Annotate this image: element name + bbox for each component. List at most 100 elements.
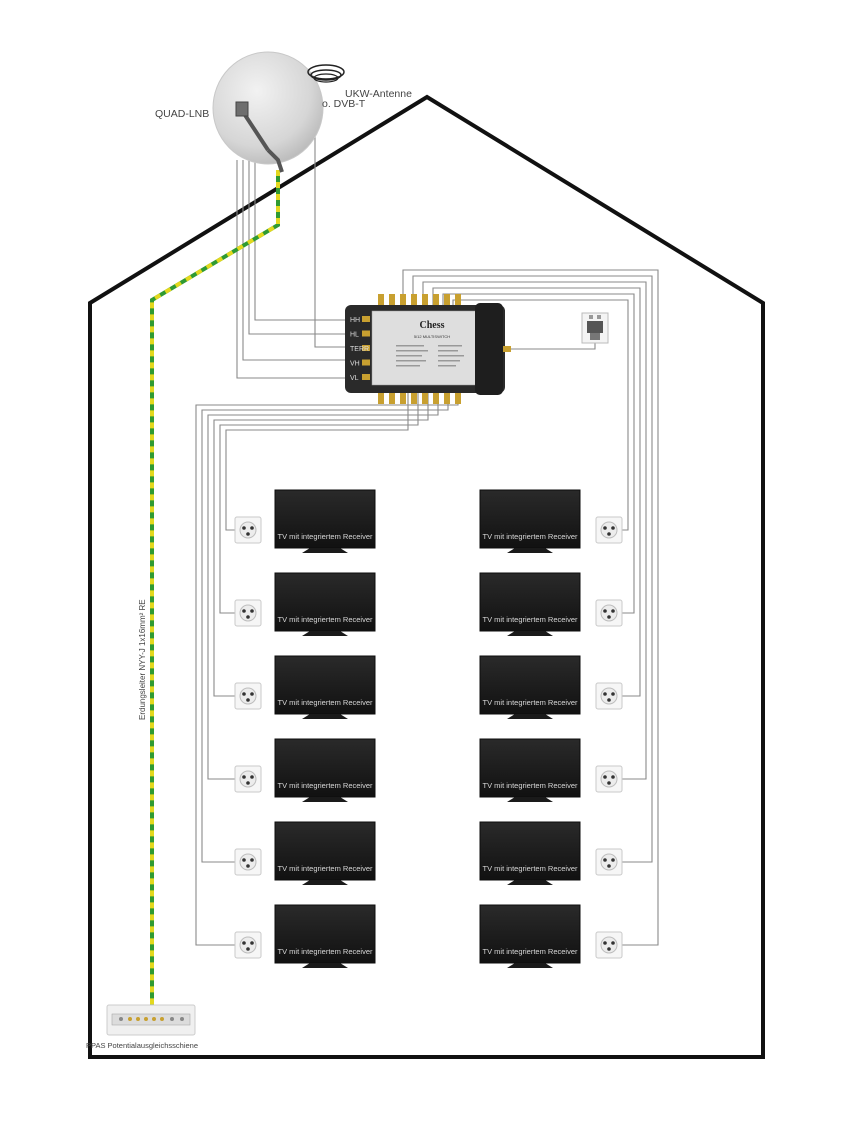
coax-cables: [195, 130, 659, 946]
tv-icon: TV mit integriertem Receiver: [274, 738, 376, 802]
multiswitch-input-connector: [362, 345, 370, 351]
tv-label: TV mit integriertem Receiver: [277, 781, 373, 790]
socket-port: [611, 609, 615, 613]
tv-stand: [507, 797, 553, 802]
multiswitch-connector: [389, 294, 395, 306]
multiswitch-connector: [455, 392, 461, 404]
tv-screen: [274, 904, 376, 964]
socket-port: [242, 858, 246, 862]
antenna-label-line2: o. DVB-T: [322, 98, 366, 110]
antenna-socket-icon: [234, 682, 262, 710]
tv-screen: [479, 904, 581, 964]
socket-port: [246, 698, 250, 702]
multiswitch-top-outputs: [378, 294, 461, 306]
tv-label: TV mit integriertem Receiver: [482, 615, 578, 624]
socket-port: [603, 941, 607, 945]
antenna-socket-icon: [234, 516, 262, 544]
multiswitch-connector: [422, 294, 428, 306]
tv-icon: TV mit integriertem Receiver: [274, 904, 376, 968]
ground-conductor-yellow: [150, 170, 280, 1007]
tv-label: TV mit integriertem Receiver: [482, 698, 578, 707]
socket-face: [600, 936, 618, 954]
coax-cable: [207, 393, 439, 780]
socket-port: [250, 858, 254, 862]
house-outline: [88, 94, 765, 1059]
socket-face: [600, 770, 618, 788]
socket-face: [600, 853, 618, 871]
multiswitch-spec-lines: [396, 345, 464, 367]
multiswitch-connector: [411, 294, 417, 306]
coax-cable: [503, 343, 596, 350]
tv-icon: TV mit integriertem Receiver: [274, 821, 376, 885]
socket-face: [239, 687, 257, 705]
tv-label: TV mit integriertem Receiver: [277, 615, 373, 624]
socket-port: [250, 692, 254, 696]
multiswitch-bottom-outputs: [378, 392, 461, 404]
socket-port: [603, 858, 607, 862]
ground-conductor-green: [150, 170, 280, 1007]
socket-port: [246, 781, 250, 785]
coax-cable: [412, 275, 653, 863]
socket-port: [250, 609, 254, 613]
coax-cable: [242, 160, 360, 361]
tv-label: TV mit integriertem Receiver: [482, 947, 578, 956]
tv-screen: [274, 738, 376, 798]
coax-cable: [225, 393, 409, 531]
socket-port: [607, 781, 611, 785]
socket-port: [607, 698, 611, 702]
coax-cable: [219, 393, 419, 614]
tv-screen: [274, 821, 376, 881]
ground-cable-label: Erdungsleiter NYY-J 1x16mm² RE: [138, 599, 147, 720]
coax-cable: [452, 299, 629, 531]
socket-port: [611, 858, 615, 862]
tv-label: TV mit integriertem Receiver: [482, 532, 578, 541]
socket-port: [603, 692, 607, 696]
antenna-socket-icon: [595, 516, 623, 544]
tv-label: TV mit integriertem Receiver: [277, 864, 373, 873]
coax-cable: [442, 293, 635, 614]
socket-port: [607, 947, 611, 951]
multiswitch-connector: [433, 392, 439, 404]
tv-screen: [274, 572, 376, 632]
multiswitch-connector: [411, 392, 417, 404]
multiswitch-input-connector: [362, 330, 370, 337]
ground-conductor: [150, 170, 280, 1007]
socket-face: [239, 853, 257, 871]
tv-screen: [479, 655, 581, 715]
tv-icon: TV mit integriertem Receiver: [274, 655, 376, 719]
tv-stand: [507, 548, 553, 553]
antenna-socket-icon: [595, 848, 623, 876]
satellite-dish-icon: [212, 51, 324, 173]
coax-cable: [402, 269, 659, 946]
tv-stand: [302, 880, 348, 885]
socket-port: [603, 775, 607, 779]
multiswitch-connector: [444, 294, 450, 306]
antenna-socket-icon: [595, 682, 623, 710]
antenna-socket-icon: [595, 765, 623, 793]
multiswitch-connector: [378, 294, 384, 306]
socket-port: [242, 526, 246, 530]
coax-cable: [248, 160, 360, 335]
multiswitch-brand: Chess: [419, 320, 444, 331]
tv-label: TV mit integriertem Receiver: [277, 947, 373, 956]
tv-stand: [507, 714, 553, 719]
socket-port: [250, 775, 254, 779]
socket-face: [239, 936, 257, 954]
antenna-socket-icon: [234, 848, 262, 876]
coax-cable: [213, 393, 429, 697]
multiswitch-input-label: HH: [350, 317, 360, 324]
tv-icon: TV mit integriertem Receiver: [274, 489, 376, 553]
tv-icon: TV mit integriertem Receiver: [479, 738, 581, 802]
multiswitch-connector: [455, 294, 461, 306]
socket-port: [246, 947, 250, 951]
lnb-label: QUAD-LNB: [155, 108, 209, 120]
socket-port: [242, 941, 246, 945]
socket-port: [611, 692, 615, 696]
socket-face: [239, 770, 257, 788]
antenna-socket-icon: [234, 599, 262, 627]
socket-port: [607, 532, 611, 536]
ppas-label: PPAS Potentialausgleichsschiene: [86, 1041, 198, 1050]
tv-stand: [302, 797, 348, 802]
